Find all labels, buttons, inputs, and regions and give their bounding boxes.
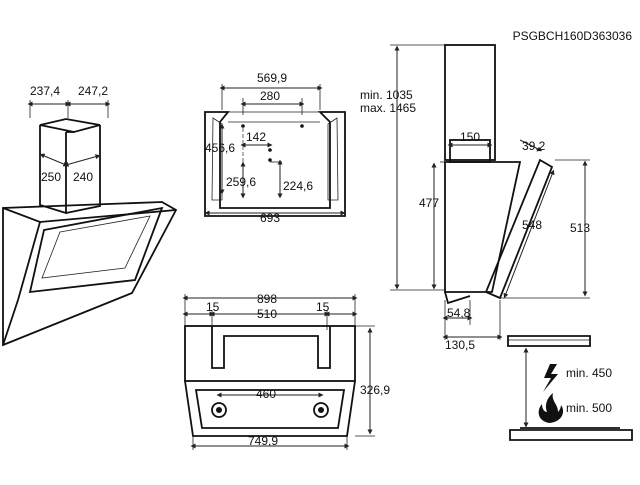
- chimney-max: max. 1465: [360, 101, 416, 115]
- dim-side-left: 250: [41, 170, 61, 184]
- model-code: PSGBCH160D363036: [513, 29, 633, 43]
- front-view: 898 15 510 15 460 326,9 749,9: [182, 292, 390, 450]
- dim-chimney-width: 150: [460, 130, 480, 144]
- chimney-min: min. 1035: [360, 88, 413, 102]
- dim-height-mid: 259,6: [226, 175, 256, 189]
- mounting-view: 569,9 280 142 456,6 259,6 224,6 693: [204, 71, 346, 225]
- dim-base-offset: 54,8: [447, 306, 471, 320]
- dim-height-right: 224,6: [283, 179, 313, 193]
- dim-margin-right: 15: [316, 300, 330, 314]
- dim-width-outer: 569,9: [257, 71, 287, 85]
- dim-total-width: 898: [257, 292, 277, 306]
- dim-bottom-width: 749,9: [248, 434, 278, 448]
- dim-filter-spacing: 460: [256, 387, 276, 401]
- dim-hole-spacing: 142: [246, 130, 266, 144]
- dim-margin-left: 15: [206, 300, 220, 314]
- grease-filter-right: [313, 402, 329, 418]
- side-view: min. 1035 max. 1465 150 477 39,2 548 513…: [360, 44, 590, 352]
- dim-depth: 130,5: [445, 338, 475, 352]
- dim-top-right: 247,2: [78, 84, 108, 98]
- grease-filter-left: [211, 402, 227, 418]
- dim-body-height: 477: [419, 196, 439, 210]
- flame-icon: [538, 393, 564, 423]
- dim-inner-width: 510: [257, 307, 277, 321]
- clearance-gas: min. 500: [566, 401, 612, 415]
- dim-top-left: 237,4: [30, 84, 60, 98]
- dim-width-inner: 280: [260, 89, 280, 103]
- clearance-view: min. 450 min. 500: [507, 335, 633, 441]
- dim-side-right: 240: [73, 170, 93, 184]
- clearance-electric: min. 450: [566, 366, 612, 380]
- dim-panel-length: 548: [522, 218, 542, 232]
- dim-panel-height: 513: [570, 221, 590, 235]
- dim-width-bottom: 693: [260, 211, 280, 225]
- dim-panel-offset: 39,2: [522, 139, 546, 153]
- lightning-icon: [543, 364, 558, 392]
- dim-total-height: 326,9: [360, 383, 390, 397]
- perspective-view: 237,4 247,2 250 240: [2, 84, 178, 347]
- dim-height-left: 456,6: [205, 141, 235, 155]
